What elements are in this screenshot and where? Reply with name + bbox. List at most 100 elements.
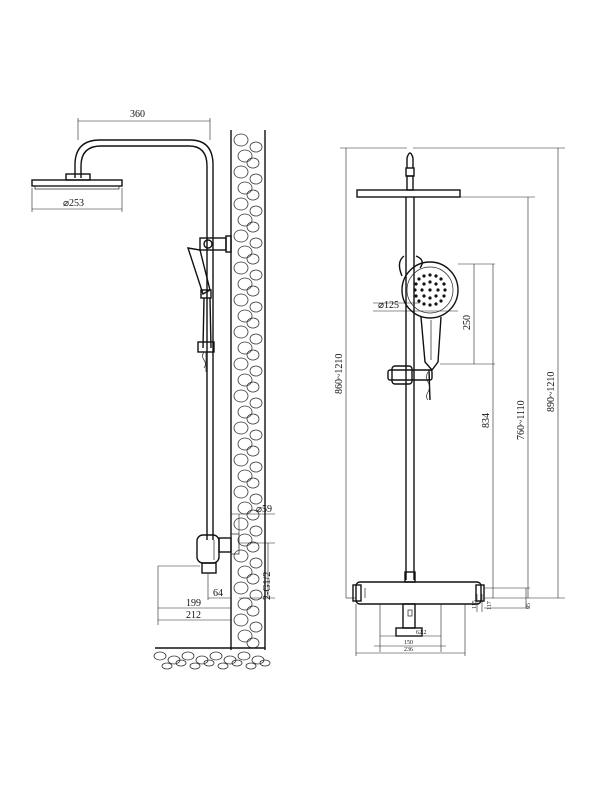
front-view: ⌀125 250 834 860~1210 760~1110 890~1210 … [334, 147, 565, 656]
stone-hatch [233, 421, 249, 435]
stone-hatch [237, 651, 251, 661]
dim-236: 236 [404, 647, 413, 653]
stone-hatch [233, 549, 249, 563]
stone-hatch [249, 205, 263, 217]
stone-hatch [246, 285, 260, 297]
stone-hatch [237, 629, 253, 643]
top-finial [405, 152, 415, 191]
stone-hatch [249, 621, 263, 633]
front-dimensions: ⌀125 250 834 860~1210 760~1110 890~1210 … [334, 147, 565, 656]
stone-hatch [237, 533, 253, 547]
dim-250: 250 [462, 315, 473, 330]
spray-nozzle [417, 277, 421, 281]
dim-outlet-diameter: ⌀59 [256, 504, 272, 515]
stone-hatch [237, 277, 253, 291]
stone-hatch [249, 301, 263, 313]
spray-nozzle [422, 274, 426, 278]
stone-hatch [246, 381, 260, 393]
dim-handheld-diameter: ⌀125 [378, 300, 399, 311]
stone-hatch [237, 501, 253, 515]
stone-hatch [246, 605, 260, 617]
dim-150: 150 [404, 640, 413, 646]
stone-hatch [233, 453, 249, 467]
riser-pipe-front [404, 197, 416, 583]
dim-95: 95 [526, 603, 532, 609]
stone-hatch [246, 477, 260, 489]
spray-nozzle [428, 288, 432, 292]
stone-hatch [249, 493, 263, 505]
stone-hatch [246, 317, 260, 329]
stone-hatch [189, 662, 201, 670]
spray-nozzle [434, 302, 438, 306]
ground [153, 647, 271, 670]
stone-hatch [233, 325, 249, 339]
stone-hatch [231, 659, 243, 667]
spray-nozzle [436, 288, 440, 292]
spray-nozzle [422, 294, 426, 298]
stone-hatch [237, 373, 253, 387]
stone-hatch [161, 662, 173, 670]
stone-hatch [249, 333, 263, 345]
stone-hatch [246, 221, 260, 233]
stone-hatch [175, 659, 187, 667]
stone-hatch [237, 245, 253, 259]
stone-hatch [246, 253, 260, 265]
spray-nozzle [428, 296, 432, 300]
handheld-shower-side [186, 235, 232, 372]
stone-hatch [237, 341, 253, 355]
spray-nozzle [428, 303, 432, 307]
slide-holder [387, 365, 433, 385]
rain-shower-head-front [356, 189, 461, 198]
stone-hatch [233, 229, 249, 243]
dim-inlet-thread: 2-G1/2 [262, 572, 273, 600]
stone-hatch [249, 397, 263, 409]
thermostatic-mixer-front [352, 581, 485, 637]
handheld-shower-front [401, 261, 459, 401]
dim-890-1210: 890~1210 [546, 372, 557, 412]
stone-hatch [249, 269, 263, 281]
dim-760-1110: 760~1110 [516, 400, 527, 440]
stone-hatch [233, 165, 249, 179]
stone-hatch [153, 651, 167, 661]
stone-hatch [246, 157, 260, 169]
spray-nozzle [428, 280, 432, 284]
stone-hatch [249, 365, 263, 377]
dim-834: 834 [481, 413, 492, 428]
wall [230, 130, 266, 650]
stone-hatch [246, 637, 260, 649]
dim-62-2: 62.2 [416, 630, 427, 636]
spray-nozzle [439, 277, 443, 281]
stone-hatch [233, 261, 249, 275]
stone-hatch [209, 651, 223, 661]
stone-hatch [249, 173, 263, 185]
stone-hatch [237, 405, 253, 419]
riser-pipe [74, 139, 214, 540]
stone-hatch [233, 197, 249, 211]
stone-hatch [237, 597, 253, 611]
side-dimensions: 360 ⌀253 ⌀59 2-G1/2 64 199 212 [31, 109, 275, 625]
stone-hatch [245, 662, 257, 670]
spray-nozzle [434, 294, 438, 298]
stone-hatch [237, 309, 253, 323]
stone-hatch [217, 662, 229, 670]
stone-hatch [233, 581, 249, 595]
spray-nozzle [434, 282, 438, 286]
stone-hatch [237, 437, 253, 451]
stone-hatch [233, 293, 249, 307]
spray-nozzle [420, 288, 424, 292]
spray-nozzle [422, 282, 426, 286]
stone-hatch [246, 445, 260, 457]
spray-nozzle [434, 274, 438, 278]
spray-nozzle [417, 299, 421, 303]
stone-hatch [259, 659, 271, 667]
spray-nozzle [422, 302, 426, 306]
stone-hatch [203, 659, 215, 667]
stone-hatch [246, 413, 260, 425]
stone-hatch [237, 181, 253, 195]
dim-arm-length: 360 [130, 109, 145, 120]
stone-hatch [246, 189, 260, 201]
stone-hatch [237, 149, 253, 163]
stone-hatch [249, 589, 263, 601]
stone-hatch [249, 557, 263, 569]
spray-nozzle [443, 288, 447, 292]
